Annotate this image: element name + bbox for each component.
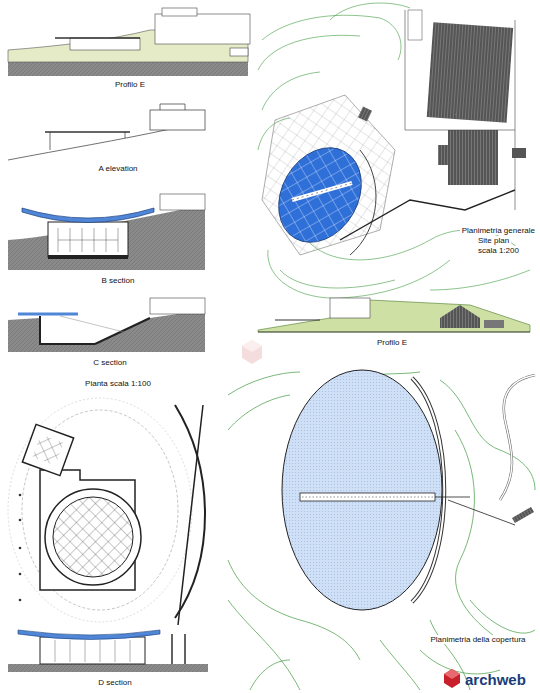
view-title: Profilo E (375, 338, 409, 347)
watermark-icon (242, 340, 262, 364)
watermark-logo: archweb (463, 671, 528, 688)
d-section (8, 630, 208, 672)
view-title: Profilo E (113, 80, 147, 89)
floor-plan (8, 398, 205, 625)
view-title: D section (96, 678, 133, 687)
c-section (8, 298, 205, 352)
b-section (8, 194, 205, 270)
plan-title: Planimetria della copertura (428, 635, 527, 644)
site-plan (258, 3, 530, 298)
plan-title: Planimetria generale (460, 226, 537, 235)
plan-title: Pianta scala 1:100 (83, 379, 153, 388)
view-title: A elevation (96, 164, 139, 173)
roof-plan (228, 370, 535, 690)
view-title: C section (91, 358, 128, 367)
a-elevation (8, 104, 205, 160)
scale-note: scala 1:200 (476, 246, 521, 255)
view-title: B section (100, 276, 137, 285)
profile-e-mid (258, 298, 530, 332)
logo-mark (444, 669, 460, 688)
profile-e-top (8, 8, 250, 76)
plan-title: Site plan (476, 236, 511, 245)
